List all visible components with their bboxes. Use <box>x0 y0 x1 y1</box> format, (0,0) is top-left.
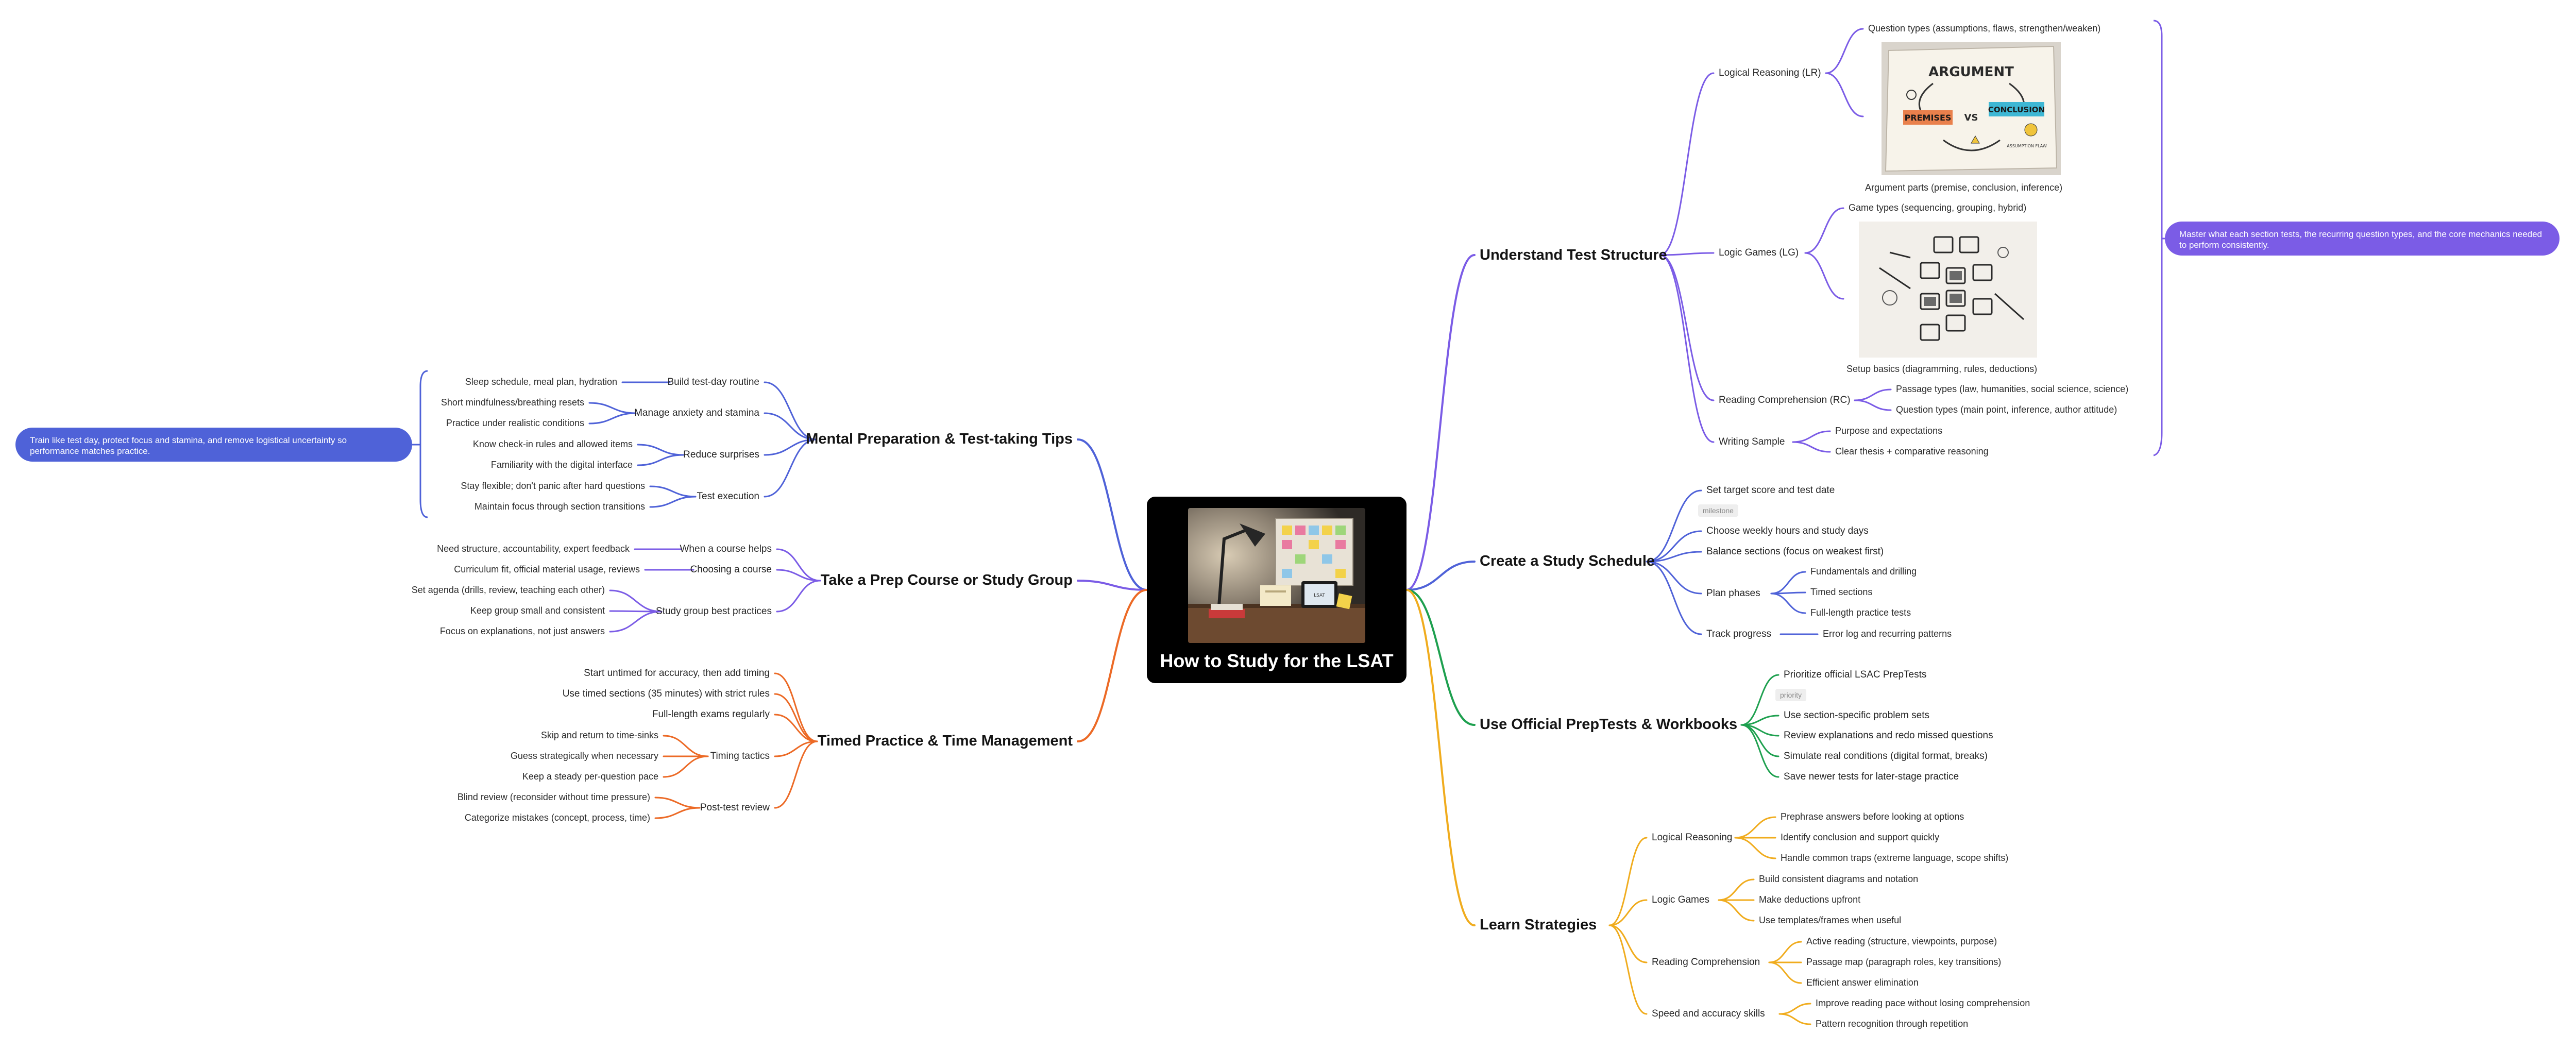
leaf-keep-group-small[interactable]: Keep group small and consistent <box>470 605 605 616</box>
leaf-digital-interface[interactable]: Familiarity with the digital interface <box>490 460 633 470</box>
branch-logical-reasoning-lr[interactable]: Logical Reasoning (LR) <box>1719 67 1821 78</box>
branch-strat-logic-games[interactable]: Logic Games <box>1652 894 1709 905</box>
branch-test-execution[interactable]: Test execution <box>697 491 759 502</box>
leaf-rc-passage-types[interactable]: Passage types (law, humanities, social s… <box>1896 384 2129 394</box>
summary-note-mental-preparation: Train like test day, protect focus and s… <box>15 428 412 462</box>
priority-tag: priority <box>1775 689 1807 701</box>
leaf-templates-frames[interactable]: Use templates/frames when useful <box>1759 915 1902 925</box>
leaf-fundamentals[interactable]: Fundamentals and drilling <box>1810 566 1917 577</box>
leaf-weekly-hours[interactable]: Choose weekly hours and study days <box>1706 526 1869 536</box>
leaf-lg-setup-basics[interactable]: Setup basics (diagramming, rules, deduct… <box>1846 364 2038 374</box>
milestone-tag: milestone <box>1698 504 1738 517</box>
topic-learn-strategies[interactable]: Learn Strategies <box>1480 917 1597 933</box>
leaf-set-target-score[interactable]: Set target score and test date <box>1706 485 1835 496</box>
leaf-balance-sections[interactable]: Balance sections (focus on weakest first… <box>1706 546 1884 557</box>
leaf-sleep-schedule[interactable]: Sleep schedule, meal plan, hydration <box>465 377 617 387</box>
leaf-save-newer-tests[interactable]: Save newer tests for later-stage practic… <box>1784 771 1959 782</box>
topic-timed-practice[interactable]: Timed Practice & Time Management <box>817 733 1073 749</box>
logic-games-diagram-image <box>1859 222 2037 358</box>
leaf-set-agenda[interactable]: Set agenda (drills, review, teaching eac… <box>411 585 605 595</box>
leaf-diagrams-notation[interactable]: Build consistent diagrams and notation <box>1759 874 1919 884</box>
branch-manage-anxiety[interactable]: Manage anxiety and stamina <box>634 408 759 418</box>
root-title: How to Study for the LSAT <box>1160 650 1394 671</box>
leaf-stay-flexible[interactable]: Stay flexible; don't panic after hard qu… <box>461 481 645 491</box>
leaf-lr-argument-parts[interactable]: Argument parts (premise, conclusion, inf… <box>1865 182 2063 193</box>
topic-official-preptests[interactable]: Use Official PrepTests & Workbooks <box>1480 716 1738 733</box>
branch-plan-phases[interactable]: Plan phases <box>1706 588 1760 599</box>
branch-reading-comprehension-rc[interactable]: Reading Comprehension (RC) <box>1719 395 1851 405</box>
root-node[interactable]: LSAT How to Study for the LSAT <box>1147 497 1406 683</box>
leaf-pattern-recognition[interactable]: Pattern recognition through repetition <box>1816 1019 1969 1029</box>
summary-note-test-structure: Master what each section tests, the recu… <box>2165 222 2560 256</box>
leaf-focus-explanations[interactable]: Focus on explanations, not just answers <box>439 626 605 636</box>
leaf-common-traps[interactable]: Handle common traps (extreme language, s… <box>1781 853 2009 863</box>
leaf-curriculum-fit[interactable]: Curriculum fit, official material usage,… <box>454 564 640 574</box>
leaf-need-structure[interactable]: Need structure, accountability, expert f… <box>437 544 630 554</box>
argument-image-conclusion: CONCLUSION <box>1988 105 2045 114</box>
leaf-prioritize-preptests[interactable]: Prioritize official LSAC PrepTests <box>1784 669 1927 680</box>
branch-when-course-helps[interactable]: When a course helps <box>680 544 772 554</box>
argument-image-premises: PREMISES <box>1905 113 1952 123</box>
branch-strat-logical-reasoning[interactable]: Logical Reasoning <box>1652 832 1733 843</box>
leaf-passage-map[interactable]: Passage map (paragraph roles, key transi… <box>1806 957 2002 967</box>
leaf-review-explanations[interactable]: Review explanations and redo missed ques… <box>1784 730 1993 741</box>
argument-image-small: ASSUMPTION FLAW <box>2007 144 2047 148</box>
leaf-deductions-upfront[interactable]: Make deductions upfront <box>1759 894 1861 905</box>
leaf-skip-return[interactable]: Skip and return to time-sinks <box>540 730 658 740</box>
leaf-categorize-mistakes[interactable]: Categorize mistakes (concept, process, t… <box>464 812 650 823</box>
leaf-full-length-tests[interactable]: Full-length practice tests <box>1810 607 1911 618</box>
leaf-maintain-focus[interactable]: Maintain focus through section transitio… <box>474 501 645 512</box>
leaf-simulate-conditions[interactable]: Simulate real conditions (digital format… <box>1784 751 1988 761</box>
branch-study-group[interactable]: Study group best practices <box>656 606 772 617</box>
leaf-reading-pace[interactable]: Improve reading pace without losing comp… <box>1816 998 2030 1008</box>
leaf-guess-strategically[interactable]: Guess strategically when necessary <box>510 751 658 761</box>
leaf-steady-pace[interactable]: Keep a steady per-question pace <box>522 771 658 782</box>
leaf-active-reading[interactable]: Active reading (structure, viewpoints, p… <box>1806 936 1997 946</box>
branch-writing-sample[interactable]: Writing Sample <box>1719 436 1785 447</box>
branch-logic-games-lg[interactable]: Logic Games (LG) <box>1719 247 1799 258</box>
branch-speed-accuracy[interactable]: Speed and accuracy skills <box>1652 1008 1765 1019</box>
leaf-identify-conclusion[interactable]: Identify conclusion and support quickly <box>1781 832 1940 842</box>
leaf-full-length-exams[interactable]: Full-length exams regularly <box>652 709 770 720</box>
branch-strat-reading-comprehension[interactable]: Reading Comprehension <box>1652 957 1760 968</box>
branch-test-day-routine[interactable]: Build test-day routine <box>667 377 760 387</box>
leaf-ws-thesis[interactable]: Clear thesis + comparative reasoning <box>1835 446 1989 456</box>
svg-text:LSAT: LSAT <box>1314 593 1325 598</box>
leaf-error-log[interactable]: Error log and recurring patterns <box>1823 629 1952 639</box>
leaf-lr-question-types[interactable]: Question types (assumptions, flaws, stre… <box>1868 23 2101 33</box>
topic-create-study-schedule[interactable]: Create a Study Schedule <box>1480 553 1655 569</box>
branch-track-progress[interactable]: Track progress <box>1706 629 1771 639</box>
topic-understand-test-structure[interactable]: Understand Test Structure <box>1480 247 1667 263</box>
branch-choosing-course[interactable]: Choosing a course <box>690 564 772 575</box>
leaf-problem-sets[interactable]: Use section-specific problem sets <box>1784 710 1929 721</box>
leaf-timed-sections-strict[interactable]: Use timed sections (35 minutes) with str… <box>562 688 770 699</box>
branch-reduce-surprises[interactable]: Reduce surprises <box>683 449 759 460</box>
leaf-rc-question-types[interactable]: Question types (main point, inference, a… <box>1896 404 2117 415</box>
leaf-answer-elimination[interactable]: Efficient answer elimination <box>1806 977 1919 988</box>
leaf-realistic-conditions[interactable]: Practice under realistic conditions <box>446 418 584 428</box>
leaf-ws-purpose[interactable]: Purpose and expectations <box>1835 426 1943 436</box>
leaf-blind-review[interactable]: Blind review (reconsider without time pr… <box>457 792 650 802</box>
branch-timing-tactics[interactable]: Timing tactics <box>710 751 770 761</box>
topic-mental-preparation[interactable]: Mental Preparation & Test-taking Tips <box>806 431 1073 447</box>
leaf-check-in-rules[interactable]: Know check-in rules and allowed items <box>472 439 633 449</box>
leaf-lg-game-types[interactable]: Game types (sequencing, grouping, hybrid… <box>1849 202 2027 213</box>
desk-study-photo: LSAT <box>1188 508 1365 643</box>
argument-image-vs: VS <box>1964 112 1978 123</box>
leaf-prephrase[interactable]: Prephrase answers before looking at opti… <box>1781 811 1964 822</box>
leaf-mindfulness[interactable]: Short mindfulness/breathing resets <box>440 397 584 408</box>
leaf-start-untimed[interactable]: Start untimed for accuracy, then add tim… <box>584 668 770 679</box>
leaf-timed-sections[interactable]: Timed sections <box>1810 587 1873 597</box>
argument-image-title: ARGUMENT <box>1928 64 2014 80</box>
argument-diagram-image: ARGUMENT PREMISES VS CONCLUSION ASSUMPTI… <box>1882 42 2061 175</box>
branch-post-test-review[interactable]: Post-test review <box>700 802 770 813</box>
topic-prep-course[interactable]: Take a Prep Course or Study Group <box>820 572 1073 588</box>
